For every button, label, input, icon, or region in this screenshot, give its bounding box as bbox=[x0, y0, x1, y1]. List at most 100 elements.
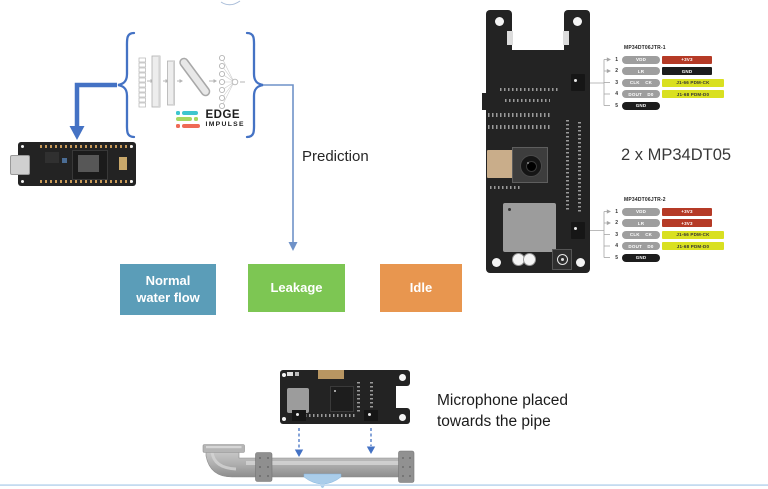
bottom-divider-line bbox=[0, 484, 768, 486]
edge-impulse-bars-icon bbox=[176, 110, 200, 128]
mic-to-pipe-arrows bbox=[294, 428, 376, 457]
coax-connector bbox=[552, 249, 572, 270]
arrow-to-board bbox=[74, 82, 117, 127]
shield-module bbox=[287, 388, 309, 413]
mic2-title: MP34DT06JTR-2 bbox=[624, 197, 666, 203]
component bbox=[287, 372, 293, 376]
pin-row: 2 LR GND bbox=[610, 67, 726, 75]
component bbox=[62, 158, 67, 163]
edge-impulse-logo: EDGE IMPULSE bbox=[176, 109, 245, 128]
pin-net: J1-68 PDM-D0 bbox=[662, 242, 724, 250]
pin-pill: GND bbox=[622, 253, 660, 262]
solder-pads bbox=[305, 414, 355, 417]
camera-flex-cable bbox=[487, 150, 513, 178]
pin-pill: VDD bbox=[622, 55, 660, 64]
pin-row: 1 VDD +3V3 bbox=[610, 55, 726, 64]
mic-count-label: 2 x MP34DT05 bbox=[621, 146, 732, 164]
pin-pill: GND bbox=[622, 101, 660, 110]
mic1-wiring bbox=[584, 57, 611, 106]
mic2-pin-diagram: MP34DT06JTR-2 1 VDD +3V3 2 LR +3V3 3 CLK… bbox=[610, 197, 726, 262]
edge-nub bbox=[482, 93, 487, 110]
board-over-pipe bbox=[280, 370, 410, 424]
microphone-note: Microphone placed towards the pipe bbox=[437, 390, 568, 432]
mic1-title: MP34DT06JTR-1 bbox=[624, 45, 666, 51]
microphone-note-line1: Microphone placed bbox=[437, 392, 568, 409]
class-box-leakage: Leakage bbox=[248, 264, 345, 312]
pin-row: 3 CLK CK J1-66 PDM-CK bbox=[610, 78, 726, 87]
microphone-chip bbox=[292, 410, 306, 421]
pin-row: 5 GND bbox=[610, 101, 726, 110]
solder-pads bbox=[505, 99, 550, 102]
solder-pads bbox=[488, 125, 550, 129]
nn-layers bbox=[147, 55, 217, 108]
portenta-board-photo bbox=[10, 142, 136, 186]
usb-connector bbox=[10, 155, 30, 175]
solder-pads bbox=[566, 120, 569, 210]
class-box-idle: Idle bbox=[380, 264, 462, 312]
solder-pads bbox=[578, 122, 581, 213]
mic2-wiring bbox=[584, 209, 611, 258]
class-label: Idle bbox=[409, 279, 433, 295]
class-label: Leakage bbox=[270, 279, 323, 295]
component bbox=[318, 370, 344, 379]
pipe-coupling bbox=[255, 452, 273, 482]
pin-row: 3 CLK CK J1-66 PDM-CK bbox=[610, 230, 726, 239]
class-box-normal-water-flow: Normal water flow bbox=[120, 264, 216, 315]
pin-net: +3V3 bbox=[662, 219, 712, 227]
prediction-connector bbox=[263, 84, 294, 243]
pin-row: 1 VDD +3V3 bbox=[610, 207, 726, 216]
pin-pill: CLK CK bbox=[622, 78, 660, 87]
pipe-flange bbox=[202, 444, 245, 453]
pin-row: 4 DOUT D0 J1-68 PDM-D0 bbox=[610, 90, 726, 98]
pin-row bbox=[40, 145, 132, 148]
pin-net: GND bbox=[662, 67, 712, 75]
component bbox=[119, 157, 127, 170]
pin-row: 4 DOUT D0 J1-68 PDM-D0 bbox=[610, 242, 726, 250]
pin-pill: VDD bbox=[622, 207, 660, 216]
pin-pill: DOUT D0 bbox=[622, 90, 660, 98]
microphone-note-line2: towards the pipe bbox=[437, 413, 551, 430]
chip-label bbox=[78, 155, 99, 172]
pin-net: +3V3 bbox=[662, 207, 712, 216]
edge-impulse-word2: IMPULSE bbox=[205, 121, 245, 128]
jack-hole bbox=[523, 253, 536, 266]
vision-shield-board bbox=[482, 10, 590, 273]
arrow-to-board-head bbox=[69, 126, 85, 140]
mic1-pin-diagram: MP34DT06JTR-1 1 VDD +3V3 2 LR GND 3 CLK … bbox=[610, 45, 726, 110]
solder-pads bbox=[500, 88, 560, 91]
prediction-arrow-head bbox=[288, 242, 298, 251]
neural-network-sketch bbox=[138, 57, 146, 108]
chip bbox=[330, 386, 354, 412]
connector-tab bbox=[507, 31, 513, 45]
microphone-chip bbox=[364, 410, 378, 421]
pin-pill: LR bbox=[622, 67, 660, 75]
camera-lens bbox=[520, 155, 542, 177]
shield-module bbox=[503, 203, 556, 252]
edge-impulse-word1: EDGE bbox=[205, 109, 241, 121]
left-brace bbox=[117, 31, 136, 139]
pin-row bbox=[40, 180, 132, 183]
microphone-chip-2 bbox=[571, 222, 585, 239]
connector-tab bbox=[563, 31, 569, 45]
prediction-label: Prediction bbox=[302, 148, 369, 165]
component bbox=[295, 372, 299, 376]
chip bbox=[45, 152, 59, 163]
pin-net: J1-68 PDM-D0 bbox=[662, 90, 724, 98]
class-label: Normal water flow bbox=[136, 273, 200, 305]
pin-row: 5 GND bbox=[610, 253, 726, 262]
camera-module bbox=[512, 147, 548, 183]
nn-output-nodes bbox=[218, 54, 245, 110]
pin-pill: DOUT D0 bbox=[622, 242, 660, 250]
pin-net: +3V3 bbox=[662, 55, 712, 64]
microphone-chip-1 bbox=[571, 74, 585, 91]
pin-pill: CLK CK bbox=[622, 230, 660, 239]
pin-net: J1-66 PDM-CK bbox=[662, 78, 724, 87]
solder-pads bbox=[490, 186, 520, 189]
solder-pads bbox=[370, 382, 373, 412]
top-partial-arc bbox=[220, 0, 241, 6]
pipe-end-cap bbox=[398, 450, 415, 483]
solder-pads bbox=[488, 113, 550, 117]
pin-row: 2 LR +3V3 bbox=[610, 219, 726, 227]
